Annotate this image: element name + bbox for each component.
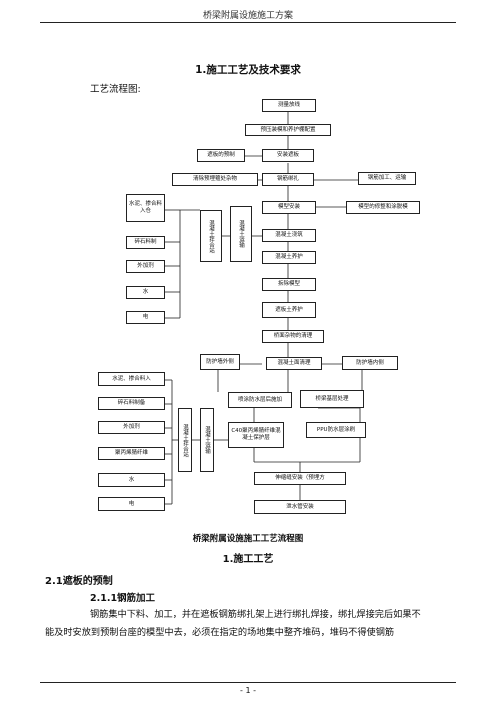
flow-wall-inner: 防护墙内侧	[342, 356, 398, 370]
flow-mix2: 混凝土拌合站	[178, 408, 192, 472]
heading-1: 1.施工工艺	[222, 554, 274, 565]
flow-cure2: 遮板土养护	[262, 302, 316, 318]
flow-measure: 测量放线	[262, 99, 316, 112]
section-title: 1.施工工艺及技术要求	[195, 64, 301, 76]
flow-rebar-tie: 钢筋绑扎	[262, 173, 314, 186]
paragraph-line-1: 钢筋集中下料、加工，并在遮板钢筋绑扎架上进行绑扎焊接，绑扎焊接完后如果不	[90, 609, 421, 620]
flow-drain: 泄水管安装	[254, 500, 346, 514]
flow-mix-station: 混凝土拌合站	[200, 210, 222, 262]
flow-water2: 水	[98, 473, 165, 487]
flow-cement: 水泥、掺合料入仓	[126, 194, 165, 222]
flow-c40-protect: C40聚丙烯腈纤维混凝土保护层	[228, 422, 284, 448]
body-paragraph: 钢筋集中下料、加工，并在遮板钢筋绑扎架上进行绑扎焊接，绑扎焊接完后如果不 能及时…	[45, 606, 458, 642]
flow-base-treat: 桥梁基层处理	[300, 390, 364, 408]
flow-cement2: 水泥、掺合料入	[98, 372, 165, 386]
flow-wall-outer: 防护墙外侧	[200, 354, 240, 370]
flow-rebar-process: 钢筋加工、运输	[358, 172, 416, 185]
flow-form-install: 模型安装	[262, 201, 316, 214]
flow-stone: 碎石料制	[126, 236, 165, 249]
flow-panel-prefab: 遮板的预制	[197, 149, 245, 162]
flow-admix-fiber: 聚丙烯腈纤维	[98, 447, 165, 460]
flow-transport: 混凝土运输	[230, 206, 252, 262]
flow-install-form: 预压装模和养护棚配置	[245, 124, 331, 136]
flow-water: 水	[126, 286, 165, 299]
flow-cure: 混凝土养护	[262, 251, 316, 264]
flow-additive: 外加剂	[126, 260, 165, 273]
flow-install-panel: 安装遮板	[262, 149, 314, 162]
flow-demold: 拆除模型	[262, 278, 316, 291]
flowchart-caption: 桥梁附属设施施工工艺流程图	[192, 534, 304, 544]
page-number: - 1 -	[240, 686, 256, 695]
flow-bridge-clean: 桥面杂物的清理	[262, 330, 324, 343]
flow-transport2: 混凝土运输	[200, 408, 214, 472]
paragraph-line-2: 能及时安放到预制台座的模型中去，必须在指定的场地集中整齐堆码，堆码不得使钢筋	[45, 627, 395, 638]
flow-additive2: 外加剂	[98, 421, 165, 434]
intro-text: 工艺流程图:	[90, 84, 141, 95]
flow-ppu-coat: PPU防水层涂刷	[306, 422, 366, 438]
heading-2: 2.1遮板的预制	[45, 576, 113, 587]
flow-expansion: 伸缩缝安装（预埋方	[254, 472, 346, 485]
flow-pour: 混凝土浇筑	[262, 229, 316, 242]
flow-power2: 电	[98, 497, 165, 511]
heading-3: 2.1.1钢筋加工	[90, 593, 156, 604]
flow-waterproof-coat: 喷涂防水层后施加	[228, 392, 292, 408]
flow-power: 电	[126, 311, 165, 324]
flow-base-clean: 混凝土面清理	[266, 357, 322, 370]
footer-rule	[40, 682, 456, 683]
flow-stone2: 碎石料制备	[98, 397, 165, 410]
header-rule	[40, 22, 456, 23]
page-header: 桥梁附属设施施工方案	[202, 11, 293, 21]
flow-clean-debris: 清除预埋箍处杂物	[172, 173, 258, 186]
flow-form-prep: 模型的修整和涂脱模	[346, 201, 420, 214]
